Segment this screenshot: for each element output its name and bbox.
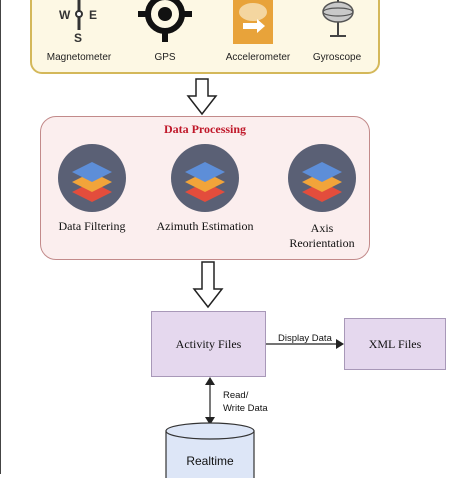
database-icon bbox=[165, 422, 255, 478]
activity-files-label: Activity Files bbox=[175, 336, 242, 351]
accelerometer-icon bbox=[233, 0, 273, 44]
xml-files-label: XML Files bbox=[368, 336, 422, 351]
display-data-arrow bbox=[266, 339, 344, 349]
compass-letter-w: W bbox=[59, 8, 71, 22]
gyroscope-icon bbox=[322, 0, 354, 37]
read-label: Read/ bbox=[223, 390, 249, 401]
gps-label: GPS bbox=[154, 52, 176, 63]
xml-files-box: XML Files bbox=[344, 318, 446, 370]
gyroscope-label: Gyroscope bbox=[312, 52, 362, 63]
compass-letter-e: E bbox=[89, 8, 97, 22]
arrow-processing-to-files bbox=[192, 261, 224, 309]
write-data-label: Write Data bbox=[223, 403, 268, 414]
compass-letter-s: S bbox=[74, 31, 82, 44]
magnetometer-label: Magnetometer bbox=[46, 52, 112, 63]
gps-icon bbox=[138, 0, 192, 42]
database-label: Realtime bbox=[186, 454, 234, 468]
layers-icon-filtering bbox=[58, 144, 126, 212]
azimuth-estimation-label: Azimuth Estimation bbox=[156, 219, 254, 233]
read-write-arrow bbox=[205, 377, 215, 425]
layers-icon-azimuth bbox=[171, 144, 239, 212]
sensors-box bbox=[30, 0, 380, 74]
data-processing-title: Data Processing bbox=[163, 122, 247, 136]
axis-label-line1: Axis bbox=[310, 221, 334, 235]
display-data-label: Display Data bbox=[278, 333, 332, 344]
axis-label-line2: Reorientation bbox=[289, 236, 355, 250]
data-filtering-label: Data Filtering bbox=[58, 219, 126, 233]
arrow-sensors-to-processing bbox=[186, 78, 218, 116]
compass-icon: W E S bbox=[59, 0, 97, 44]
accelerometer-label: Accelerometer bbox=[225, 52, 291, 63]
activity-files-box: Activity Files bbox=[151, 311, 266, 377]
page-edge-line bbox=[0, 0, 1, 474]
layers-icon-reorientation bbox=[288, 144, 356, 212]
